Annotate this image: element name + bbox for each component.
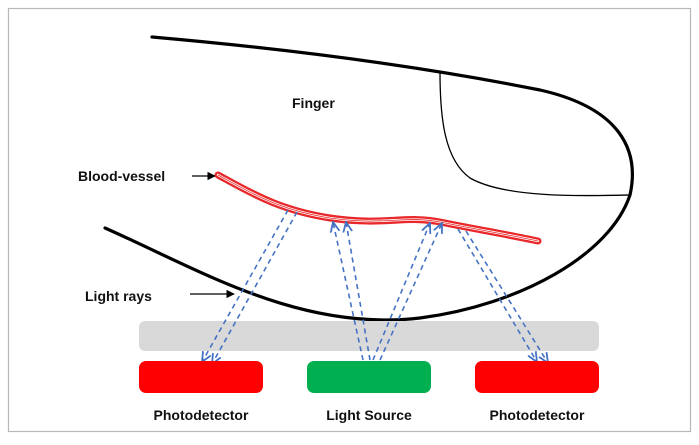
light-ray xyxy=(372,223,430,361)
light-ray xyxy=(212,211,298,364)
light-ray xyxy=(457,228,537,362)
photodetector-right-label: Photodetector xyxy=(490,407,585,423)
photodetector-right xyxy=(475,361,599,393)
light-ray xyxy=(379,223,442,361)
blood-vessel-label: Blood-vessel xyxy=(78,168,165,184)
light-rays xyxy=(202,209,548,364)
photodetector-left-label: Photodetector xyxy=(154,407,249,423)
photodetector-left xyxy=(139,361,263,393)
blood-vessel xyxy=(214,171,542,245)
light-ray xyxy=(465,230,548,363)
light-ray xyxy=(333,222,364,361)
light-ray xyxy=(202,209,289,362)
finger-nail xyxy=(439,71,631,197)
light-rays-label: Light rays xyxy=(85,288,152,304)
glass-plate xyxy=(139,321,599,351)
light-source xyxy=(307,361,431,393)
light-source-label: Light Source xyxy=(326,407,412,423)
finger-label: Finger xyxy=(292,95,335,111)
